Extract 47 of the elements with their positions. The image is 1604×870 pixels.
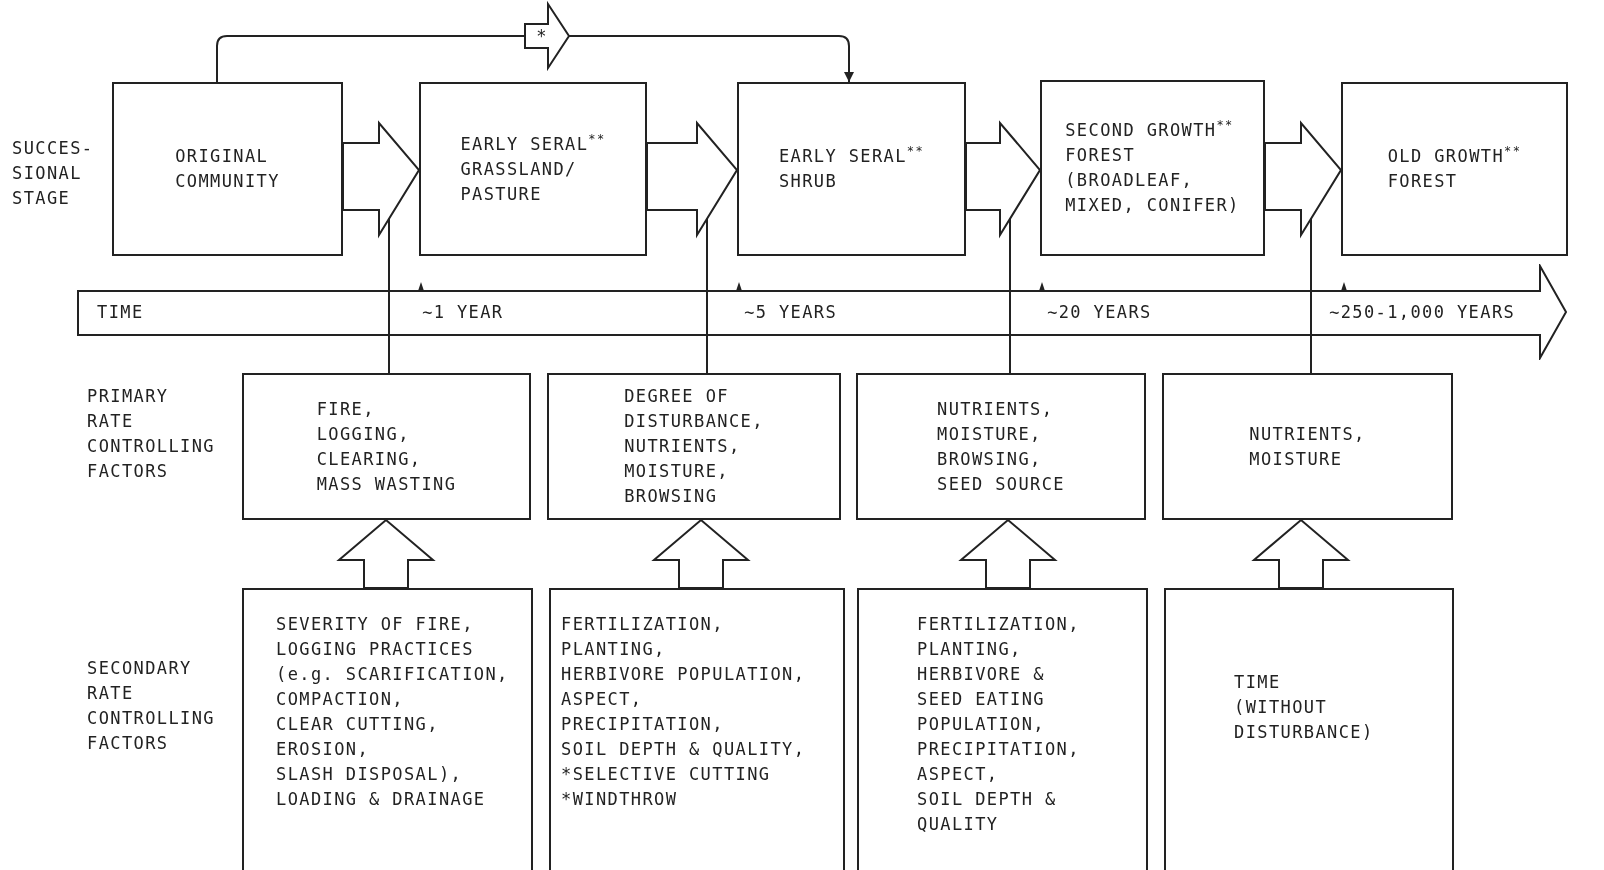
stage-box (419, 82, 647, 256)
stage-box (112, 82, 343, 256)
duration-label: ∼5 YEARS (744, 301, 838, 324)
factor-box (1164, 588, 1454, 870)
factor-box (242, 373, 531, 520)
duration-label: ∼250-1,000 YEARS (1329, 301, 1516, 324)
connector-arrow (216, 35, 854, 83)
row-label: PRIMARY RATE CONTROLLING FACTORS (87, 385, 215, 483)
block-arrow (336, 518, 436, 589)
factor-box (547, 373, 841, 520)
box-text: EARLY SERAL$^{**}$ SHRUB (778, 144, 925, 193)
box-text: FERTILIZATION, PLANTING, HERBIVORE & SEED EATING POPULATION, PRECIPITATION, ASPECT, SOIL DEPTH & QUALITY (917, 613, 1080, 836)
box-text: FERTILIZATION, PLANTING, HERBIVORE POPULATION, ASPECT, PRECIPITATION, SOIL DEPTH & QUALITY, *SELECTIVE CUTTING *WINDTHROW (561, 613, 806, 811)
duration-label: ∼1 YEAR (422, 301, 504, 324)
leader-line (706, 217, 708, 374)
block-arrow (646, 120, 739, 239)
factor-box (857, 588, 1148, 870)
axis-title: TIME (97, 301, 144, 324)
factor-box (549, 588, 845, 870)
row-label: SUCCES- SIONAL STAGE (12, 137, 94, 210)
block-arrow (965, 120, 1042, 239)
factor-box (242, 588, 533, 870)
stage-box (737, 82, 966, 256)
box-text: TIME (WITHOUT DISTURBANCE) (1234, 671, 1374, 744)
leader-line (1009, 217, 1011, 374)
factor-box (1162, 373, 1453, 520)
block-arrow (958, 518, 1058, 589)
block-arrow (1264, 120, 1343, 239)
box-text: FIRE, LOGGING, CLEARING, MASS WASTING (316, 397, 457, 496)
factor-box (856, 373, 1146, 520)
leader-line (1310, 217, 1312, 374)
row-label: SECONDARY RATE CONTROLLING FACTORS (87, 657, 215, 755)
box-text: NUTRIENTS, MOISTURE (1249, 422, 1366, 471)
duration-label: ∼20 YEARS (1047, 301, 1152, 324)
box-text: DEGREE OF DISTURBANCE, NUTRIENTS, MOISTURE, BROWSING (624, 385, 764, 508)
box-text: EARLY SERAL$^{**}$ GRASSLAND/ PASTURE (460, 131, 606, 206)
box-text: NUTRIENTS, MOISTURE, BROWSING, SEED SOURCE (937, 397, 1065, 496)
box-text: OLD GROWTH$^{**}$ FOREST (1387, 144, 1522, 193)
stage-box (1341, 82, 1568, 256)
block-arrow (651, 518, 751, 589)
block-arrow (1251, 518, 1351, 589)
stage-box (1040, 80, 1265, 256)
box-text: SECOND GROWTH$^{**}$ FOREST (BROADLEAF, MIXED, CONIFER) (1065, 118, 1240, 217)
leader-line (388, 217, 390, 374)
box-text: SEVERITY OF FIRE, LOGGING PRACTICES (e.g. SCARIFICATION, COMPACTION, CLEAR CUTTING, EROSION, SLASH DISPOSAL), LOADING & DRAINAGE (276, 613, 509, 811)
box-text: ORIGINAL COMMUNITY (175, 145, 280, 193)
block-arrow (342, 120, 421, 239)
